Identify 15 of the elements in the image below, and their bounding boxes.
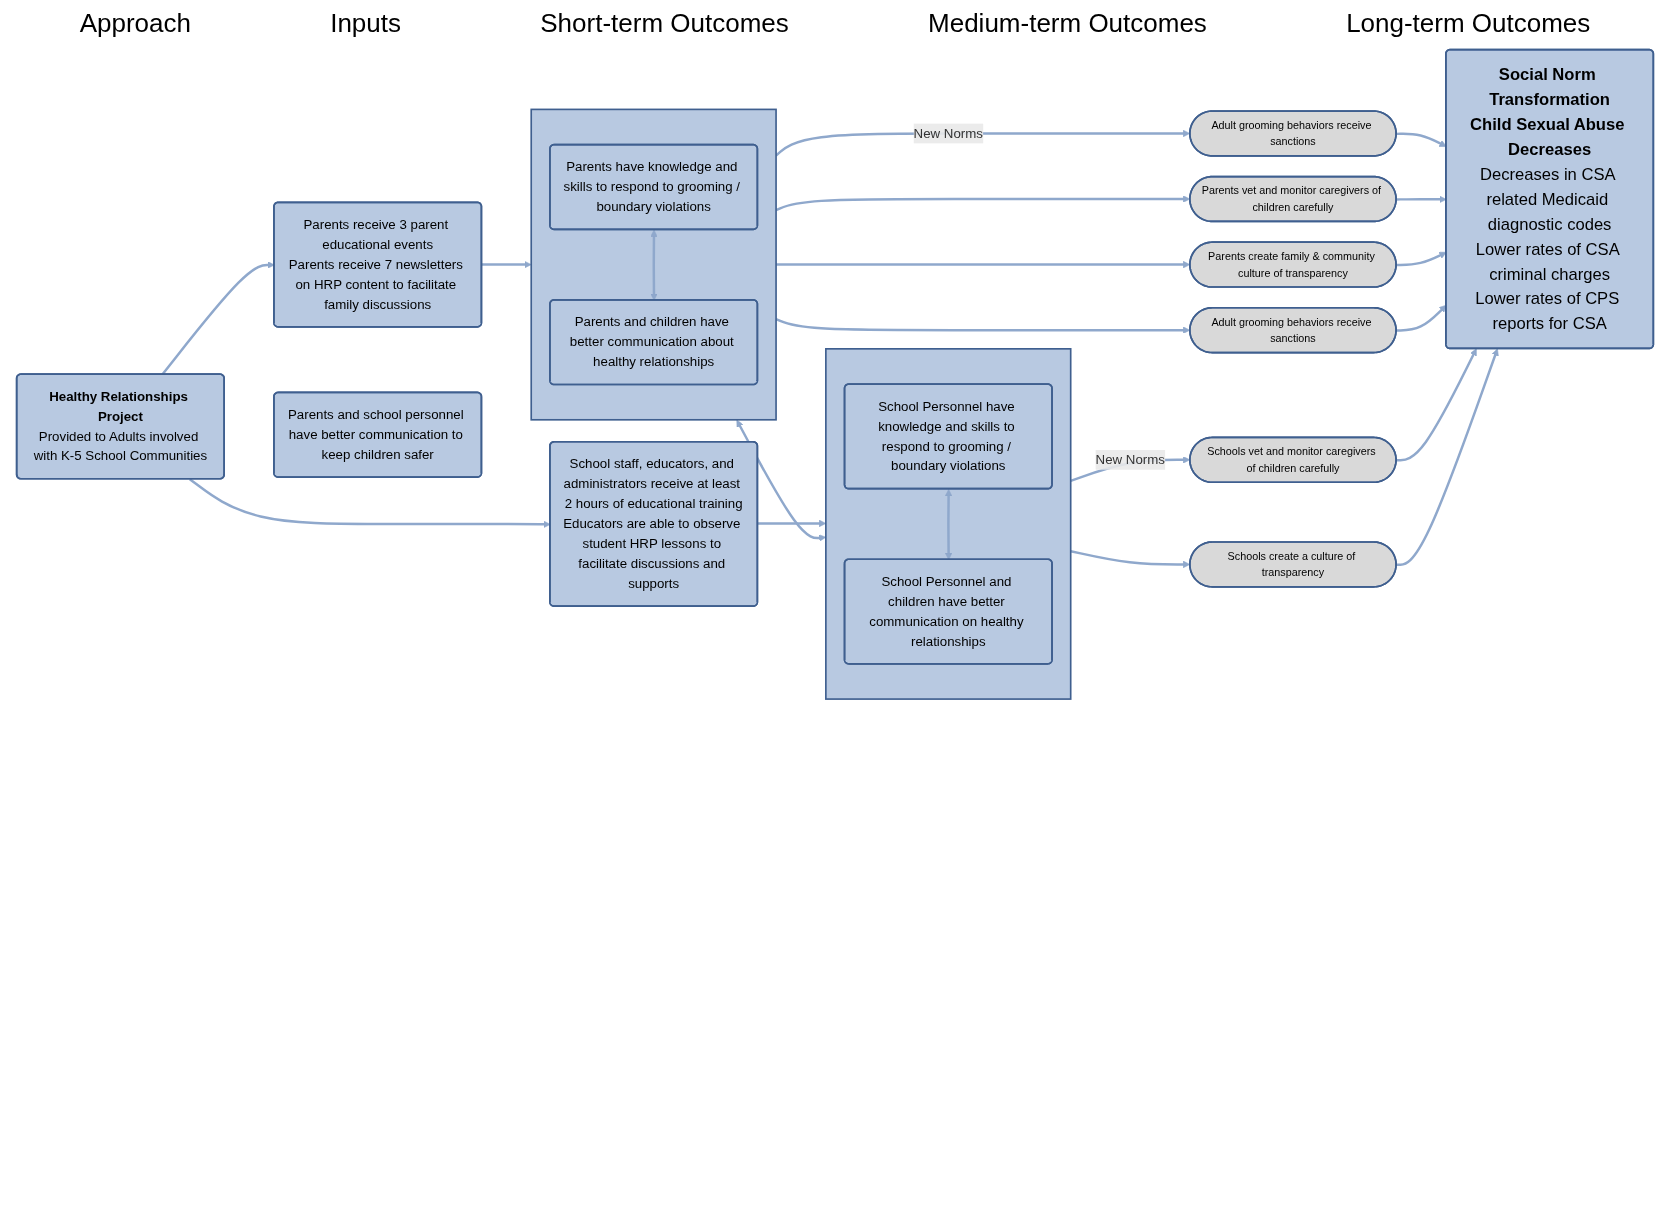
cluster (530, 108, 777, 421)
arrow (650, 229, 658, 301)
arrow (944, 489, 953, 560)
column-heading: Approach (79, 8, 191, 39)
column-heading: Inputs (330, 8, 401, 39)
arrow (776, 260, 1191, 269)
column-heading: Long-term Outcomes (1346, 8, 1591, 39)
column-heading: Medium-term Outcomes (928, 8, 1207, 39)
arrow (481, 260, 532, 269)
edge-label: New Norms (1095, 452, 1165, 467)
arrow (1396, 348, 1477, 462)
edge-label: New Norms (913, 126, 983, 141)
column-heading: Short-term Outcomes (540, 8, 789, 39)
cluster (825, 348, 1072, 700)
arrow (1396, 348, 1499, 567)
